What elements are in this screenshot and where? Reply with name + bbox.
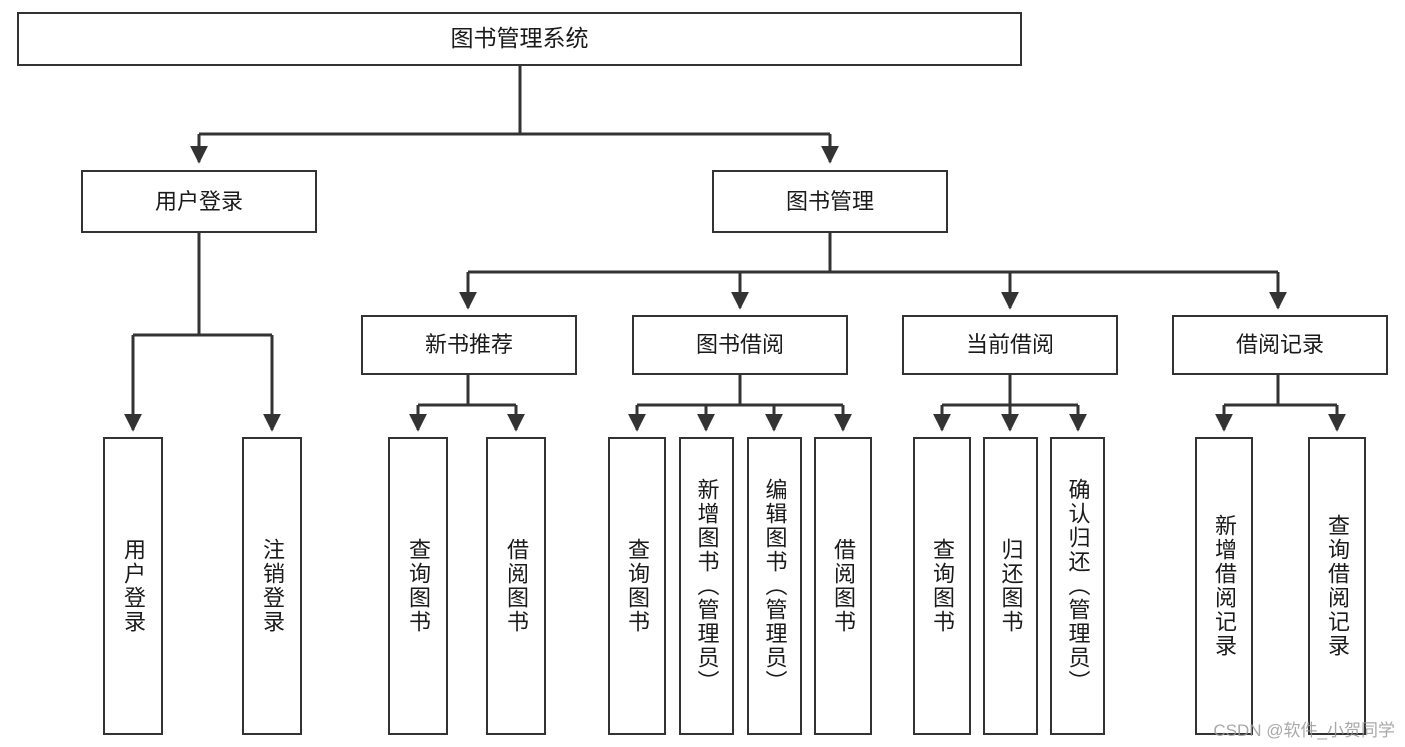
node-book-borrow[interactable]: 图书借阅 [632, 315, 848, 375]
leaf-new-book-query[interactable]: 查询图书 [388, 437, 448, 735]
node-label: 编辑图书（管理员） [762, 478, 788, 694]
leaf-user-login-login[interactable]: 用户登录 [103, 437, 163, 735]
node-label: 查询图书 [625, 538, 650, 634]
node-label: 用户登录 [154, 188, 243, 214]
node-current-borrow[interactable]: 当前借阅 [902, 315, 1118, 375]
leaf-borrow-record-add[interactable]: 新增借阅记录 [1195, 437, 1253, 735]
node-new-book-recommend[interactable]: 新书推荐 [361, 315, 577, 375]
node-label: 查询借阅记录 [1325, 514, 1350, 658]
node-label: 确认归还（管理员） [1065, 478, 1091, 694]
leaf-book-borrow-edit[interactable]: 编辑图书（管理员） [747, 437, 802, 735]
node-label: 借阅图书 [831, 538, 856, 634]
leaf-user-login-logout[interactable]: 注销登录 [242, 437, 302, 735]
node-label: 新增图书（管理员） [694, 478, 720, 694]
node-label: 借阅记录 [1235, 332, 1324, 358]
node-label: 图书管理 [785, 188, 874, 214]
node-label: 注销登录 [260, 538, 285, 634]
leaf-current-borrow-confirm[interactable]: 确认归还（管理员） [1050, 437, 1105, 735]
csdn-watermark: CSDN @软件_小贺同学 [1213, 721, 1395, 740]
node-root-system[interactable]: 图书管理系统 [17, 12, 1022, 66]
node-label: 查询图书 [930, 538, 955, 634]
node-label: 查询图书 [406, 538, 431, 634]
node-book-management[interactable]: 图书管理 [712, 170, 948, 233]
leaf-borrow-record-query[interactable]: 查询借阅记录 [1308, 437, 1366, 735]
leaf-book-borrow-borrow[interactable]: 借阅图书 [814, 437, 872, 735]
leaf-book-borrow-add[interactable]: 新增图书（管理员） [679, 437, 734, 735]
node-user-login[interactable]: 用户登录 [81, 170, 317, 233]
node-label: 用户登录 [121, 538, 146, 634]
node-label: 借阅图书 [504, 538, 529, 634]
node-label: 新增借阅记录 [1212, 514, 1237, 658]
node-label: 图书借阅 [695, 332, 784, 358]
leaf-book-borrow-query[interactable]: 查询图书 [608, 437, 666, 735]
leaf-new-book-borrow[interactable]: 借阅图书 [486, 437, 546, 735]
leaf-current-borrow-return[interactable]: 归还图书 [983, 437, 1038, 735]
node-label: 新书推荐 [424, 332, 513, 358]
node-borrow-record[interactable]: 借阅记录 [1172, 315, 1388, 375]
node-label: 图书管理系统 [450, 25, 589, 52]
leaf-current-borrow-query[interactable]: 查询图书 [913, 437, 971, 735]
node-label: 归还图书 [998, 538, 1024, 634]
node-label: 当前借阅 [965, 332, 1054, 358]
